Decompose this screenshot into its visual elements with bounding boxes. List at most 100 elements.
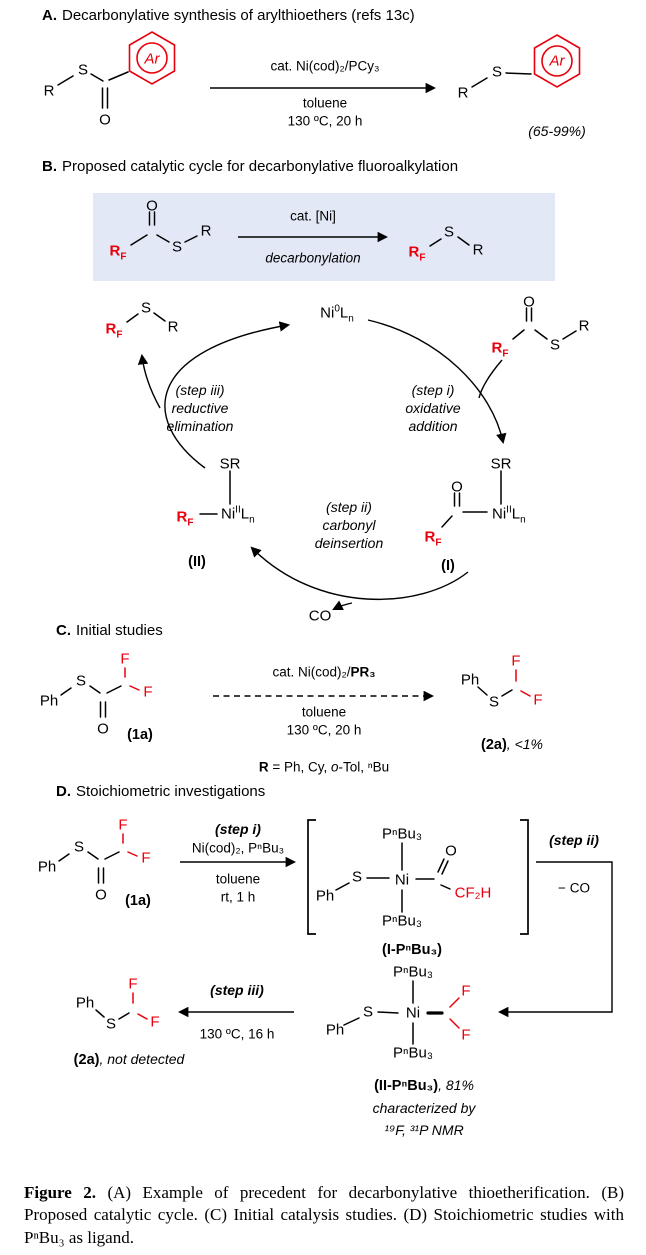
a-cond-catalyst: cat. Ni(cod)₂/PCy₃ xyxy=(270,58,380,74)
c-reactant-tag: (1a) xyxy=(127,726,153,743)
rf-sub: F xyxy=(502,348,509,360)
c-prod-s-label: S xyxy=(488,693,500,711)
step-iii-word-2: elimination xyxy=(166,418,234,434)
ligand-l: L xyxy=(511,505,521,523)
a-cond-solvent: toluene xyxy=(302,95,348,111)
box-r-label: R xyxy=(200,222,212,240)
complex-ii-ni-label: NiIILn xyxy=(221,504,255,525)
rf-main: R xyxy=(105,320,117,338)
scheme-a-product-bonds xyxy=(471,34,581,88)
section-a-letter: A. xyxy=(42,7,57,24)
ligand-n: n xyxy=(249,514,255,526)
caption-text: (A) Example of precedent for decarbonyla… xyxy=(24,1183,624,1247)
a-r-label: R xyxy=(43,82,55,100)
box-cond-decarbonylation: decarbonylation xyxy=(265,250,361,266)
section-b-letter: B. xyxy=(42,158,57,175)
cycle-thioester-rf-label: RF xyxy=(491,339,509,360)
ligand-l: L xyxy=(339,304,349,322)
complex-i-o-label: O xyxy=(451,478,463,496)
section-a-title: Decarbonylative synthesis of arylthioeth… xyxy=(62,7,415,24)
section-a-heading: A. Decarbonylative synthesis of arylthioe… xyxy=(42,7,415,24)
step-ii-label: (step ii) xyxy=(326,499,372,515)
compound-2a: (2a) xyxy=(481,737,507,753)
complex-ii-p-top-label: PⁿBu₃ xyxy=(393,963,433,981)
complex-i-ni-label: NiIILn xyxy=(492,505,526,525)
compound-2a: (2a) xyxy=(73,1052,100,1068)
complex-i-cf2h-label: CF₂H xyxy=(454,884,492,902)
a-ar-label: Ar xyxy=(144,50,160,68)
complex-i-ph-label: Ph xyxy=(315,887,335,905)
d-prod-f-top-label: F xyxy=(128,975,138,993)
d-step-iii-label: (step iii) xyxy=(210,982,264,998)
characterized-by-line: characterized by xyxy=(372,1100,476,1116)
section-c-title: Initial studies xyxy=(76,622,163,639)
d-prod-s-label: S xyxy=(105,1015,117,1033)
d-ph-label: Ph xyxy=(37,858,57,876)
box-rf-label: RF xyxy=(110,244,127,263)
c-cond-solvent: toluene xyxy=(301,704,347,720)
cycle-thioester-o-label: O xyxy=(523,293,535,311)
benzene-circle xyxy=(136,42,168,74)
box-prod-r-label: R xyxy=(472,241,484,259)
cycle-product-r-label: R xyxy=(167,318,179,336)
box-s-label: S xyxy=(171,238,183,256)
d-o-label: O xyxy=(95,886,107,904)
scheme-c-reactant-bonds xyxy=(60,667,140,718)
complex-ii-pnbu3-bonds xyxy=(343,980,460,1045)
section-b-heading: B.Proposed catalytic cycle for decarbony… xyxy=(42,158,458,175)
c-product-yield: , <1% xyxy=(506,736,543,752)
section-c-letter: C. xyxy=(56,622,71,639)
box-prod-s-label: S xyxy=(443,223,455,241)
rf-main: R xyxy=(424,528,436,546)
complex-ii-p-bottom-label: PⁿBu₃ xyxy=(393,1044,433,1062)
c-s-label: S xyxy=(75,672,87,690)
c-cond-temp: 130 ºC, 20 h xyxy=(286,722,362,738)
cycle-product-bonds xyxy=(126,312,166,323)
box-prod-rf-label: RF xyxy=(409,245,426,264)
complex-i-p-top-label: PⁿBu₃ xyxy=(382,825,422,843)
scheme-d-reactant-bonds xyxy=(58,833,138,884)
cycle-complex-i-bonds xyxy=(441,470,502,528)
complex-i-pnbu3-tag: (I-PⁿBu₃) xyxy=(382,941,442,958)
step-ii-word-1: carbonyl xyxy=(322,517,376,533)
c-cond-normal: cat. Ni(cod)₂/ xyxy=(272,664,351,680)
ligand-n: n xyxy=(520,514,526,526)
d-product-tag: (2a), not detected xyxy=(74,1052,185,1068)
step-iii-label: (step iii) xyxy=(175,382,225,398)
complex-ii-ph-label: Ph xyxy=(325,1021,345,1039)
d-step-ii-label: (step ii) xyxy=(549,832,599,848)
rf-main: R xyxy=(491,339,503,357)
ni2-oxstate: II xyxy=(235,504,241,516)
d-step-ii-co: − CO xyxy=(558,880,590,896)
complex-ii-yield: , 81% xyxy=(438,1077,474,1093)
rf-sub: F xyxy=(120,251,127,263)
d-prod-ph-label: Ph xyxy=(75,994,95,1012)
box-product-bonds xyxy=(429,236,470,247)
rf-sub: F xyxy=(419,252,426,264)
d-f-top-label: F xyxy=(118,816,128,834)
box-reactant-bonds xyxy=(130,211,198,246)
c-cond-catalyst: cat. Ni(cod)₂/PR₃ xyxy=(272,665,375,679)
cycle-arc-step-ii xyxy=(250,546,469,601)
complex-ii-ni-center-label: Ni xyxy=(405,1004,421,1022)
complex-i-ni-center-label: Ni xyxy=(394,871,410,889)
a-prod-ar-label: Ar xyxy=(549,52,565,70)
benzene-ring xyxy=(128,31,176,85)
ni-symbol: Ni xyxy=(221,505,236,523)
complex-ii-pnbu3-tag: (II-PⁿBu₃), 81% xyxy=(374,1078,474,1094)
ligand-n: n xyxy=(348,313,354,325)
d-product-note: , not detected xyxy=(99,1051,185,1067)
a-prod-r-label: R xyxy=(457,84,469,102)
d-s-label: S xyxy=(73,838,85,856)
rf-sub: F xyxy=(116,329,123,341)
complex-ii-tag: (II) xyxy=(188,553,206,570)
a-o-label: O xyxy=(99,111,111,129)
step-i-label: (step i) xyxy=(411,382,455,398)
ligand-eq: = Ph, Cy, xyxy=(268,759,331,775)
complex-ii-f-bottom-label: F xyxy=(461,1026,471,1044)
complex-ii-f-top-label: F xyxy=(461,982,471,1000)
cycle-product-s-label: S xyxy=(140,299,152,317)
complex-ii-rf-label: RF xyxy=(177,510,194,529)
